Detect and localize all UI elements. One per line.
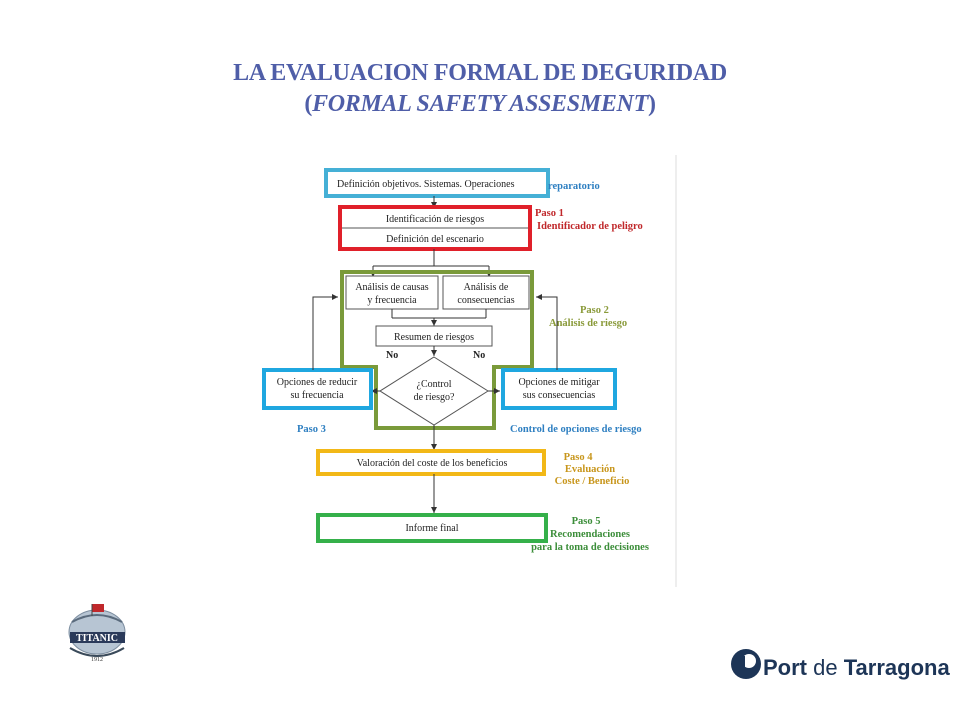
- box-opciones-reducir: [262, 368, 373, 410]
- box-mitigar-text2: sus consecuencias: [523, 390, 596, 401]
- box-causas-text1: Análisis de causas: [355, 282, 428, 293]
- feedback-left: [312, 294, 338, 370]
- box-causas-text2: y frecuencia: [367, 295, 417, 306]
- titanic-logo-word: TITANIC: [76, 633, 118, 644]
- box-consecuencias-text1: Análisis de: [464, 282, 509, 293]
- paso4-label: Paso 4: [564, 452, 594, 463]
- box-consecuencias-text2: consecuencias: [457, 295, 514, 306]
- titanic-logo: TITANIC 1912: [68, 604, 126, 663]
- paso3-label: Paso 3: [297, 424, 326, 435]
- slide-title-line2: (FORMAL SAFETY ASSESMENT): [0, 91, 960, 118]
- port-tarragona-logo-text: Port de Tarragona: [763, 655, 950, 681]
- label-preparatorio: reparatorio: [548, 181, 600, 192]
- title-paren-open: (: [304, 91, 313, 117]
- label-no-right: No: [473, 350, 485, 361]
- box-valoracion-text: Valoración del coste de los beneficios: [357, 458, 508, 469]
- paso2-label: Paso 2: [580, 305, 609, 316]
- decision-diamond: [379, 356, 489, 426]
- box-resumen-text: Resumen de riesgos: [394, 332, 474, 343]
- box-valoracion: [316, 449, 546, 476]
- titanic-logo-arc: [71, 614, 123, 623]
- box-analisis-consecuencias: [442, 275, 530, 310]
- feedback-right: [536, 294, 558, 370]
- paso5-label: Paso 5: [572, 516, 601, 527]
- titanic-logo-year: 1912: [91, 657, 103, 663]
- paso1-sub: Identificador de peligro: [537, 221, 643, 232]
- paso2-sub: Análisis de riesgo: [549, 318, 627, 329]
- port-tarragona-word: Tarragona: [843, 655, 950, 680]
- box-informe-final: [316, 513, 548, 543]
- box-mitigar-text1: Opciones de mitigar: [518, 377, 600, 388]
- box-identificacion-text: Identificación de riesgos: [386, 214, 484, 225]
- paso5-sub1: Recomendaciones: [550, 529, 630, 540]
- box-escenario-text: Definición del escenario: [386, 234, 484, 245]
- paso5-sub2: para la toma de decisiones: [531, 542, 649, 553]
- port-de-word: de: [813, 655, 838, 680]
- decision-text2: de riesgo?: [414, 392, 455, 403]
- box-analisis-causas: [345, 275, 439, 310]
- port-word: Port: [763, 655, 807, 680]
- box-informe-text: Informe final: [405, 523, 458, 534]
- paso1-label: Paso 1: [535, 208, 564, 219]
- label-no-left: No: [386, 350, 398, 361]
- port-tarragona-symbol-icon: [731, 649, 761, 679]
- box-paso2-outline: [340, 270, 534, 430]
- slide-title-line1: LA EVALUACION FORMAL DE DEGURIDAD: [233, 60, 727, 86]
- paso4-sub2: Coste / Beneficio: [555, 476, 630, 487]
- box-reducir-text2: su frecuencia: [290, 390, 344, 401]
- titanic-flag-icon: [92, 604, 104, 612]
- paso4-sub1: Evaluación: [565, 464, 615, 475]
- control-opciones-label: Control de opciones de riesgo: [510, 424, 642, 435]
- titanic-logo-ribbon: [69, 647, 125, 657]
- box-definicion-objetivos: [324, 168, 550, 198]
- box-opciones-mitigar: [501, 368, 617, 410]
- decision-text1: ¿Control: [417, 379, 452, 390]
- box-reducir-text1: Opciones de reducir: [277, 377, 358, 388]
- slide-title-english: FORMAL SAFETY ASSESMENT: [312, 91, 648, 117]
- box-definicion-text: Definición objetivos. Sistemas. Operacio…: [337, 179, 515, 190]
- title-paren-close: ): [647, 91, 656, 117]
- titanic-banner: [70, 632, 125, 643]
